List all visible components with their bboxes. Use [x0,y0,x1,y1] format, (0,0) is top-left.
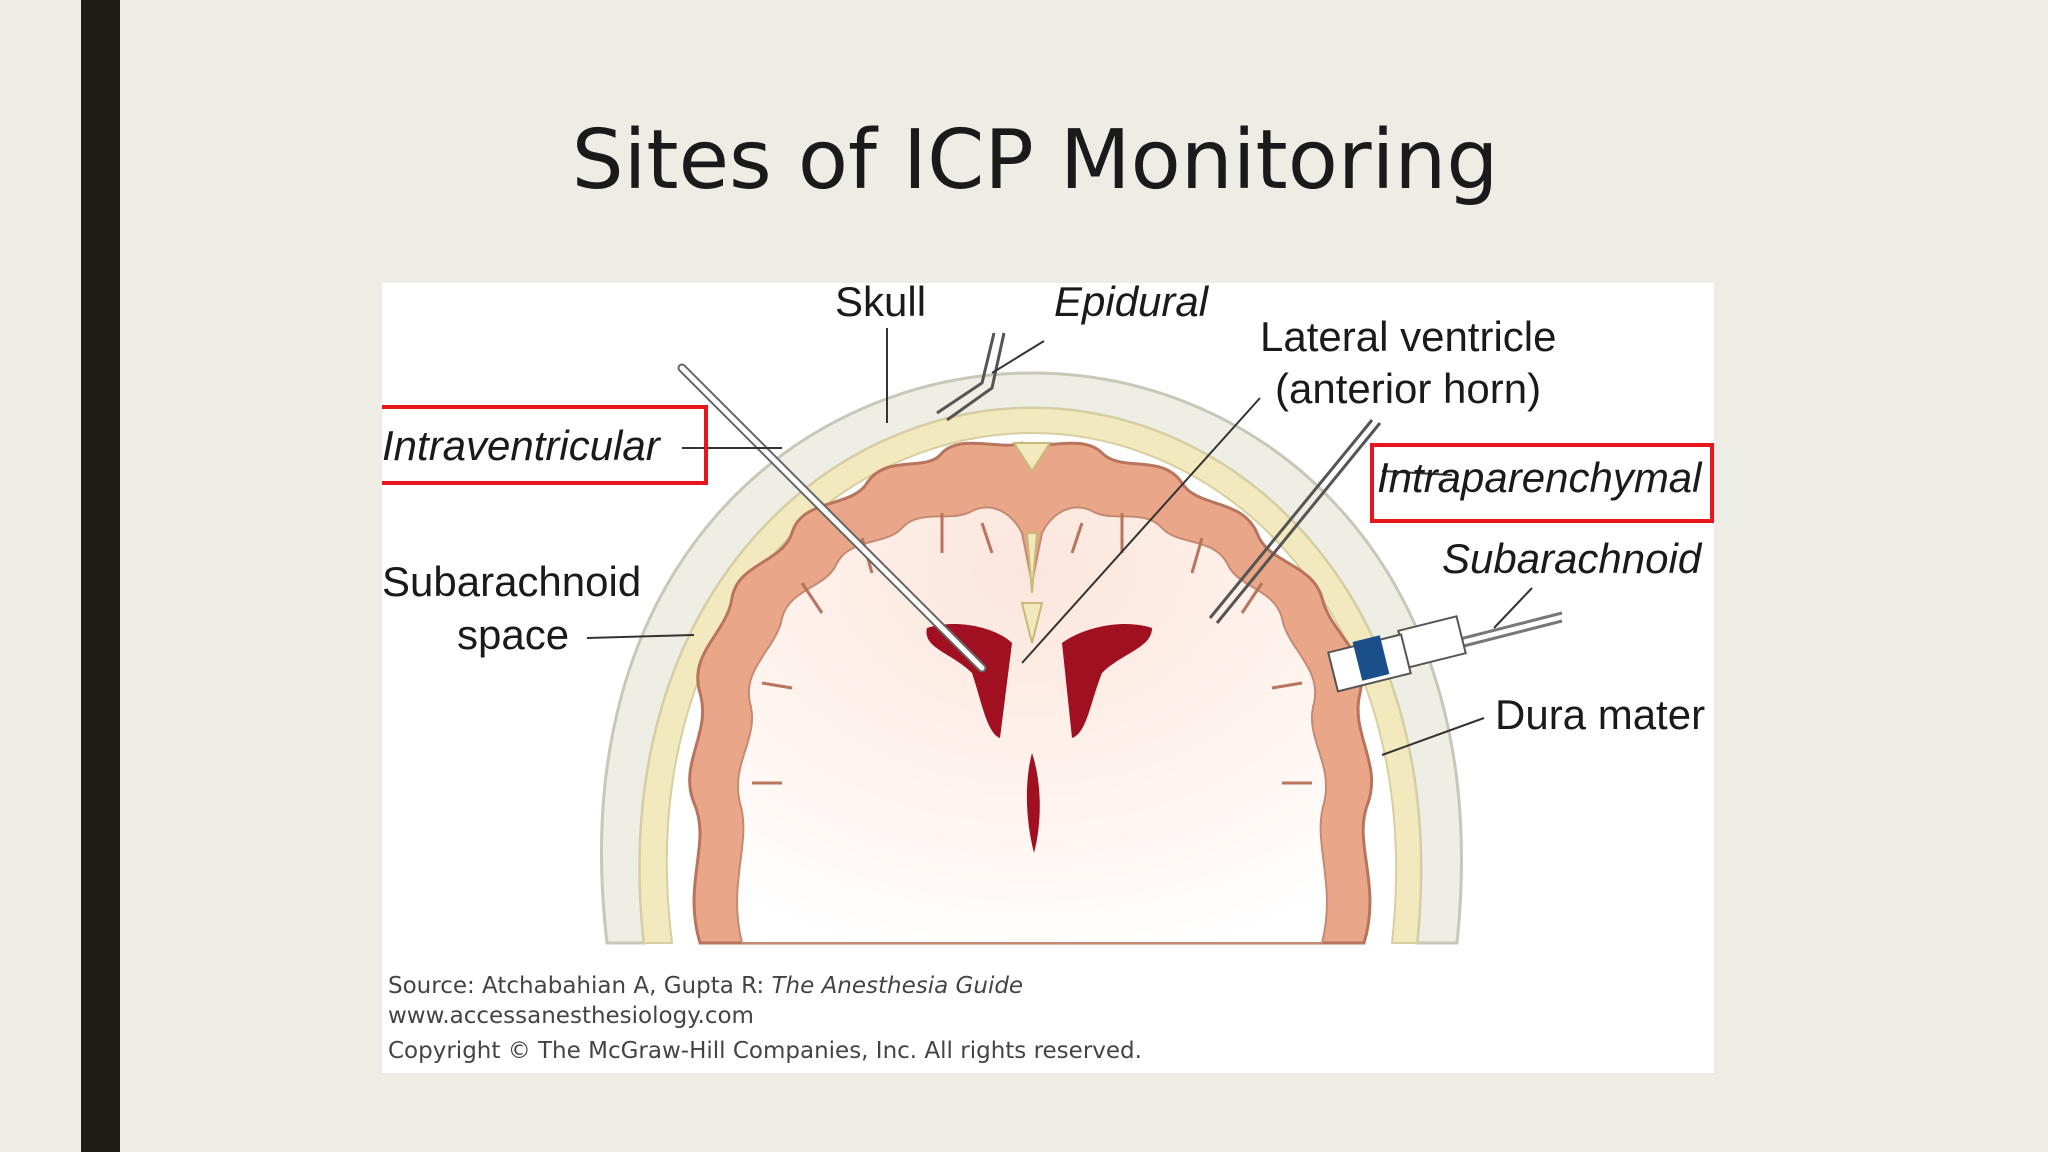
label-lateral-ventricle: Lateral ventricle [1260,313,1556,360]
dura-layer [638,406,1422,944]
white-matter [736,506,1328,944]
subarachnoid-bolt [1327,611,1563,693]
epidural-probe [936,332,1006,422]
intraparenchymal-leader [1381,470,1453,476]
third-ventricle [1026,753,1040,853]
label-epidural: Epidural [1054,283,1210,325]
dura-mater-leader [1381,717,1485,756]
label-intraventricular: Intraventricular [382,422,662,469]
lateral-ventricle-right [1062,623,1152,738]
subarachnoid-leader [1493,587,1533,629]
label-subarachnoid: Subarachnoid [1442,535,1703,582]
label-skull: Skull [835,283,926,325]
lateral-ventricle-left [926,623,1012,738]
label-subarachnoid-space-2: space [457,611,569,658]
icp-diagram-svg: Skull Epidural Lateral ventricle (anteri… [382,283,1714,1064]
falx [1012,442,1052,644]
source-url: www.accessanesthesiology.com [388,1003,754,1029]
label-anterior-horn: (anterior horn) [1275,365,1541,412]
intraparenchymal-probe [1208,419,1382,624]
highlight-intraparenchymal [1370,443,1714,523]
subarachnoid-space-leader [586,634,695,639]
icp-diagram: Skull Epidural Lateral ventricle (anteri… [382,283,1714,1073]
source-citation: Source: Atchabahian A, Gupta R: The Anes… [388,973,1023,999]
epidural-leader [991,340,1045,374]
slide-title: Sites of ICP Monitoring [571,113,1499,208]
highlight-intraventricular [382,405,708,485]
source-copyright: Copyright © The McGraw-Hill Companies, I… [388,1038,1142,1064]
label-subarachnoid-space-1: Subarachnoid [382,558,641,605]
slide-accent-bar [81,0,120,1152]
lateral-ventricle-leader [1021,397,1261,664]
label-intraparenchymal: Intraparenchymal [1377,454,1703,501]
label-dura-mater: Dura mater [1495,691,1705,738]
